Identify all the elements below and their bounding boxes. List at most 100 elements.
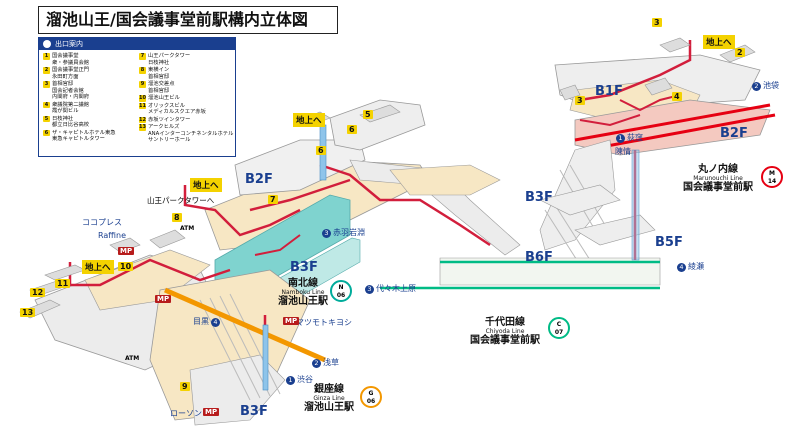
exit-destination-text: ザ・キャピトルホテル東急 — [52, 129, 116, 136]
atm-icon-1: ATM — [180, 225, 195, 232]
direction-number: 1 — [616, 134, 625, 143]
exit-destination-text: 日枝神社 — [148, 59, 170, 66]
floor-b6f-right: B6F — [525, 250, 553, 265]
floor-b5f-right: B5F — [655, 235, 683, 250]
exit-number-badge: 10 — [139, 95, 146, 102]
direction-number: 4 — [211, 318, 220, 327]
exit-destination-text: 赤坂ツインタワー — [148, 116, 191, 123]
exit-destination-text: 内閣府・内閣府 — [52, 94, 90, 100]
ginza-track — [163, 287, 327, 363]
exit-destinations: 国会議事堂正門永田町方面 — [52, 67, 89, 80]
exit-tag-5: 5 — [363, 110, 373, 119]
exit-destination-text: アークヒルズ — [148, 124, 180, 130]
concourse-beige-left — [84, 249, 211, 311]
exit-destinations: 山王パークタワー日枝神社 — [148, 53, 190, 66]
up-label-4: 地上へ — [703, 35, 735, 49]
route-red-left-4 — [249, 178, 351, 212]
exit-destination-text: 溜池交差点 — [148, 81, 175, 87]
exit-destination-text: 国会記者会館 — [52, 87, 84, 94]
exit-number-badge: 2 — [43, 67, 50, 74]
exit-destinations: 赤坂ツインタワー — [148, 117, 190, 124]
exit-number-badge: 12 — [139, 116, 146, 123]
mp-icon-matsumoto: MP — [283, 317, 300, 325]
exit-destination-text: 霞が関ビル — [52, 108, 79, 114]
route-red-right-2 — [619, 94, 681, 112]
ginza-platform-floor — [189, 354, 286, 426]
exit-number-badge: 7 — [139, 53, 146, 60]
exit-destinations: 衆議院第二議館霞が関ビル — [52, 102, 89, 115]
floor-b3f-right: B3F — [525, 190, 553, 205]
exit-destination-text: 首相官邸 — [148, 87, 170, 94]
chiyoda-line-badge: C 07 — [548, 317, 570, 339]
label-petition: 陳情 — [615, 147, 631, 156]
chiyoda-line-label: 千代田線 Chiyoda Line 国会議事堂前駅 — [470, 317, 540, 346]
exit-tag-13: 13 — [20, 308, 36, 317]
route-red-right-3 — [579, 114, 641, 127]
label-cocopress: ココプレス — [82, 218, 122, 227]
route-red-left-2 — [183, 185, 301, 237]
marunouchi-track-1 — [574, 103, 771, 142]
exit-destination-text: オリックスビル — [148, 102, 185, 109]
up-label-2: 地上へ — [190, 178, 222, 192]
page-title: 溜池山王/国会議事堂前駅構内立体図 — [38, 6, 338, 34]
exit-destination-text: ANAインターコンチネンタルホテル — [148, 130, 234, 137]
concourse-b2f-left-upper — [234, 139, 366, 196]
ginza-line-badge: G 06 — [360, 386, 382, 408]
exit-destination-text: 都立日比谷高校 — [52, 122, 90, 128]
exit-tag-10: 10 — [118, 262, 134, 271]
exit-tag-8: 8 — [172, 213, 182, 222]
exit-number-badge: 13 — [139, 124, 146, 131]
mp-icon-lawson: MP — [203, 408, 220, 416]
exit-destinations: 国会議事堂衆・参議員会館 — [52, 53, 89, 66]
exit-destination-text: 東横イン — [148, 67, 170, 73]
exit-destinations: オリックスビルメディカルスクエア赤坂 — [148, 103, 206, 116]
label-raffine: Raffine — [98, 231, 127, 240]
exit-destination-text: 東急キャピトルタワー — [52, 136, 105, 142]
floor-b2f-right: B2F — [720, 126, 748, 141]
label-lawson: ローソン — [170, 409, 202, 418]
namboku-line-badge: N 06 — [330, 280, 352, 302]
atm-icon-2: ATM — [125, 355, 140, 362]
exit-destinations: 溜池山王ビル — [148, 95, 180, 102]
direction-number: 4 — [677, 263, 686, 272]
exit-destination-text: 国会議事堂正門 — [52, 67, 90, 73]
direction-number: 3 — [322, 229, 331, 238]
exit-tag-2: 2 — [735, 48, 745, 57]
up-label-3: 地上へ — [82, 260, 114, 274]
label-matsumoto: マツモトキヨシ — [296, 318, 352, 327]
marunouchi-line-badge: M 14 — [761, 166, 783, 188]
exit-tag-6: 6 — [316, 146, 326, 155]
exit-number-badge: 11 — [139, 102, 146, 109]
exit-tag-11: 11 — [55, 279, 71, 288]
chiyoda-platform — [439, 257, 661, 286]
direction-number: 2 — [752, 82, 761, 91]
direction-number: 1 — [286, 376, 295, 385]
exit-tag-12: 12 — [30, 288, 46, 297]
exit-number-badge: 9 — [139, 81, 146, 88]
up-label-1: 地上へ — [293, 113, 325, 127]
exit-destination-text: メディカルスクエア赤坂 — [148, 109, 206, 115]
route-red-right-1 — [579, 40, 692, 102]
